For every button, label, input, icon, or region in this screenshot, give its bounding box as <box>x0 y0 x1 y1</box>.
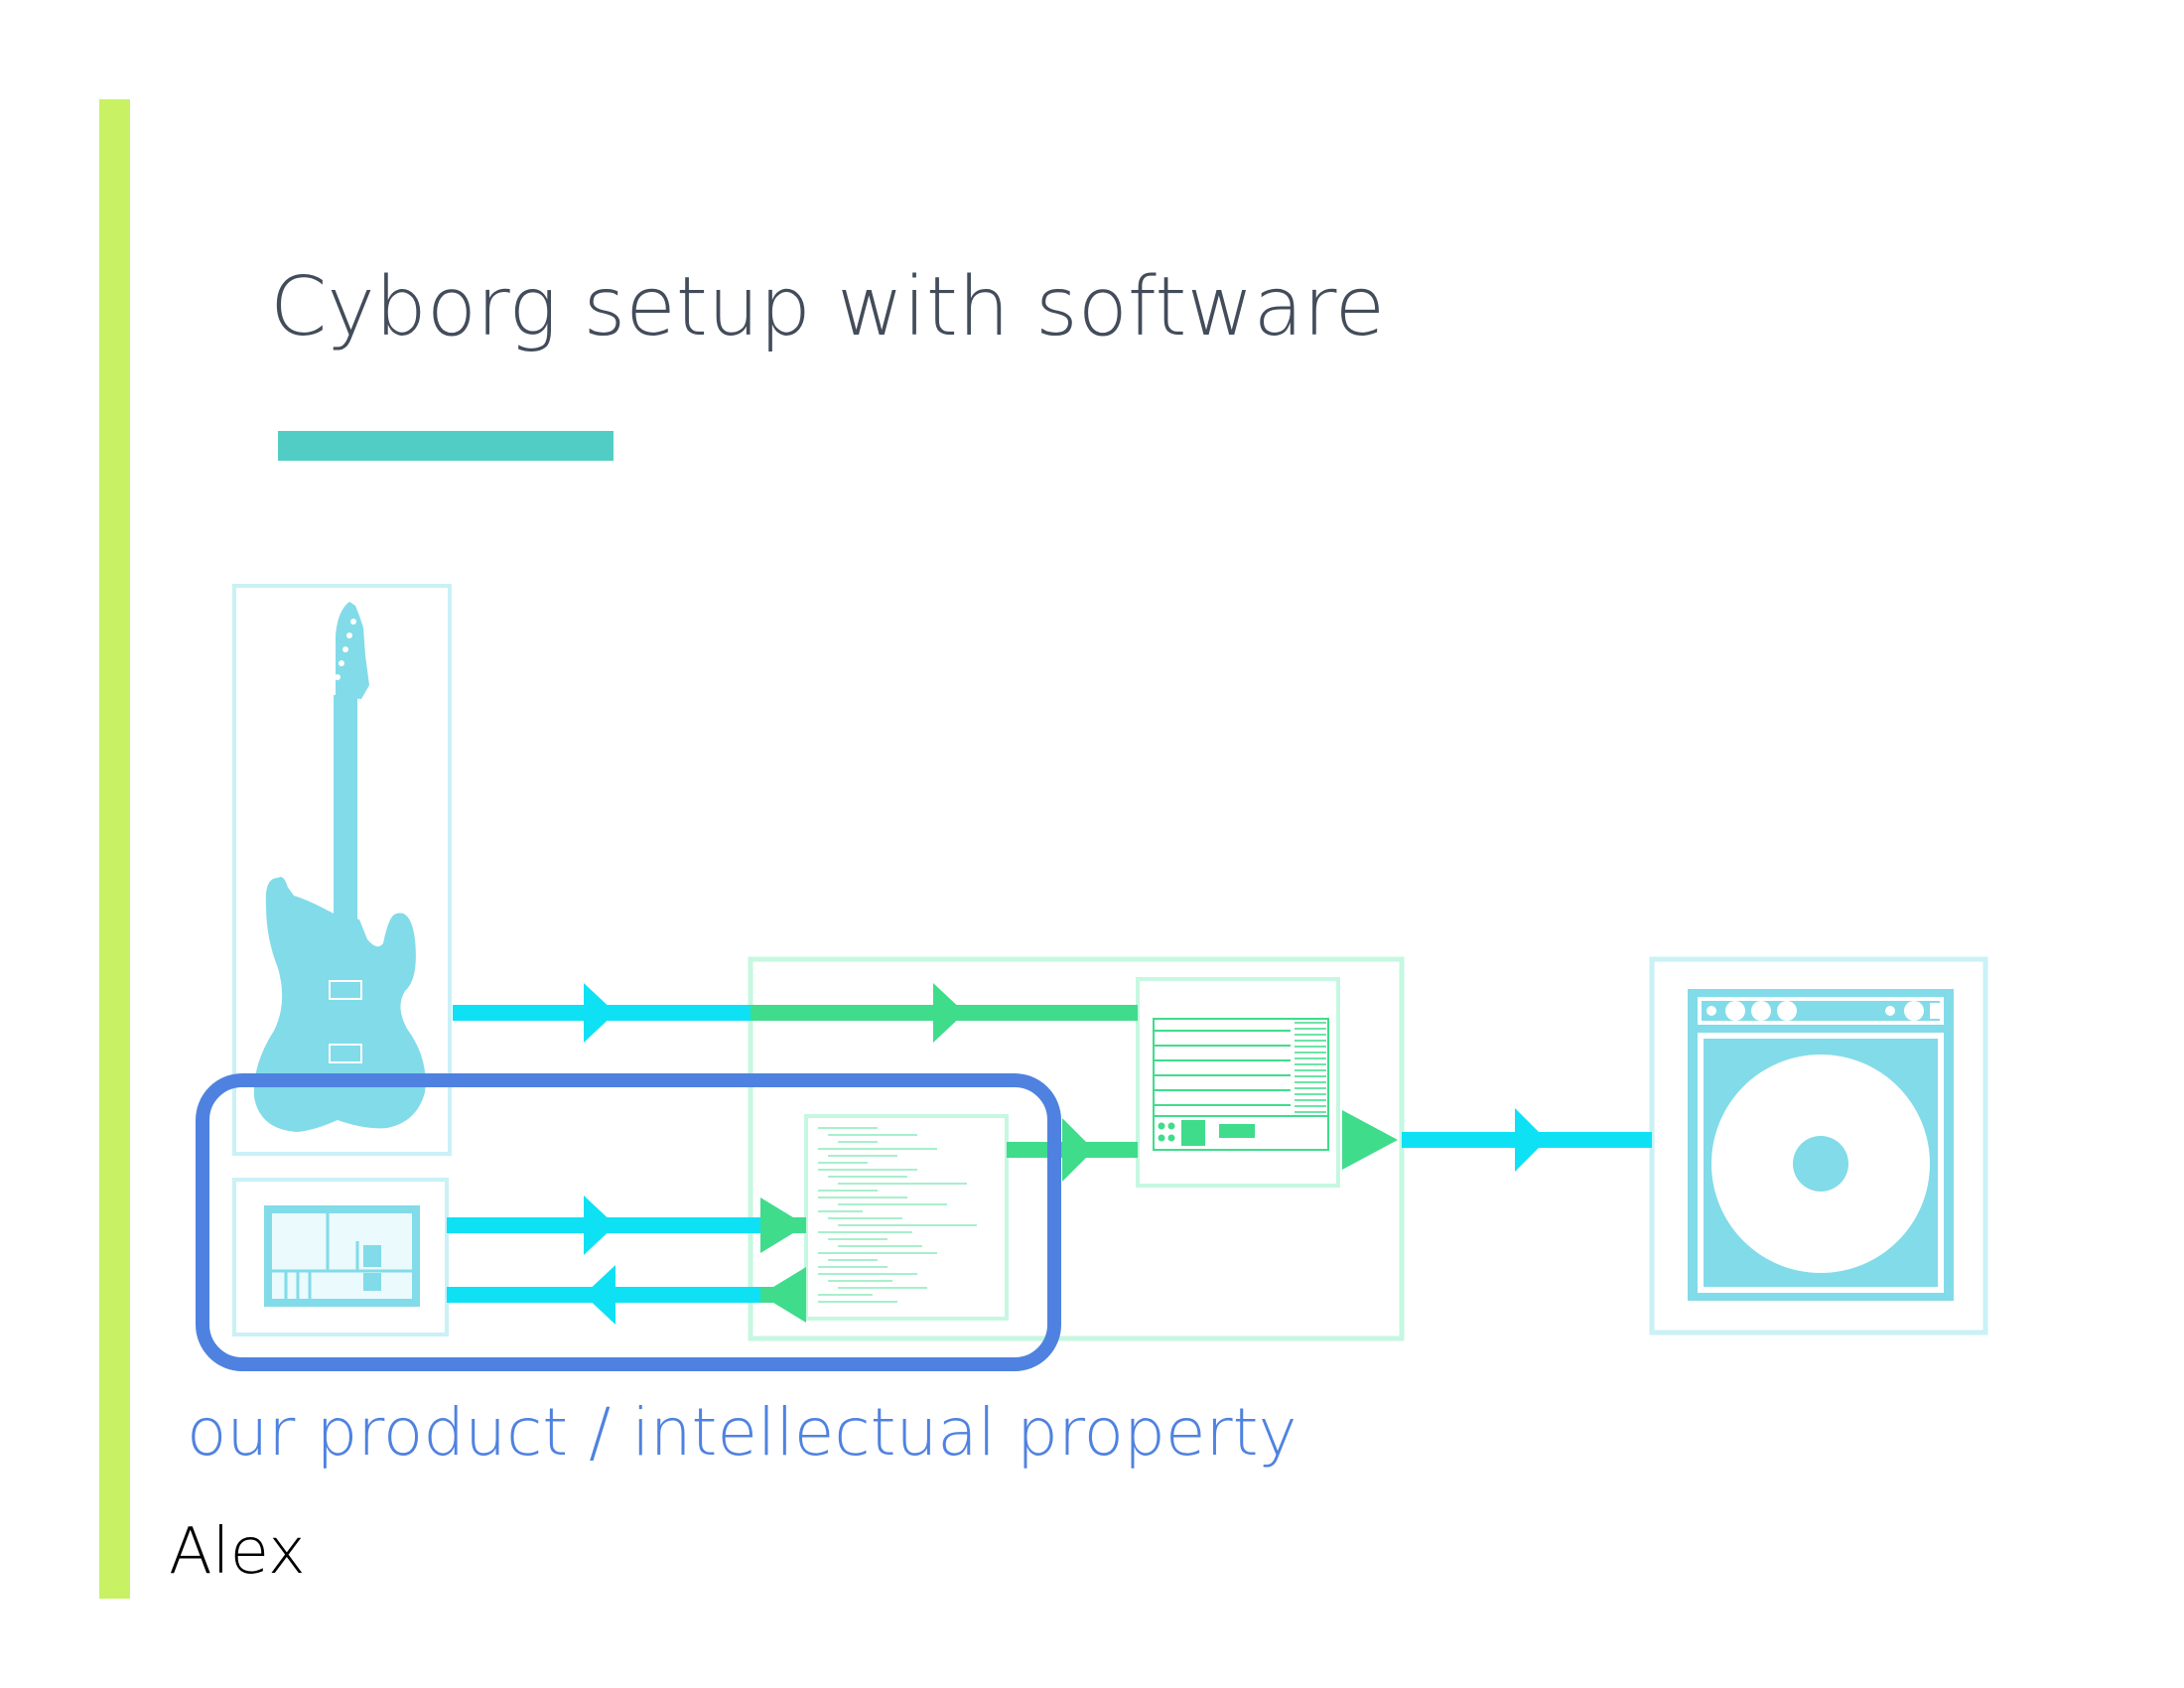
code-node <box>804 1114 1009 1321</box>
signal-code-to-daw <box>1007 1118 1138 1182</box>
signal-guitar-to-daw <box>453 983 1138 1043</box>
amplifier-speaker-icon <box>1688 989 1954 1301</box>
amp-node <box>1649 956 1988 1336</box>
accent-bar <box>99 99 130 1599</box>
signal-code-to-controller <box>447 1265 806 1325</box>
signal-daw-to-amp <box>1342 1108 1652 1172</box>
guitar-frame <box>232 584 452 1156</box>
guitar-node <box>232 584 452 1156</box>
signal-controller-to-code <box>447 1196 806 1255</box>
daw-node <box>1136 977 1340 1188</box>
guitar-tuning-pegs <box>335 619 356 680</box>
author-name: Alex <box>169 1515 306 1589</box>
controller-frame <box>232 1178 449 1336</box>
ip-caption: our product / intellectual property <box>187 1394 1297 1471</box>
ip-highlight-box <box>196 1073 1061 1371</box>
controller-node <box>232 1178 449 1336</box>
audio-software-window-icon <box>1153 1018 1329 1151</box>
software-group-frame <box>748 956 1405 1341</box>
guitar-pickups <box>329 980 362 1063</box>
source-code-window-icon <box>818 1127 977 1303</box>
hardware-controller-icon <box>264 1205 420 1307</box>
daw-window-frame <box>1136 977 1340 1188</box>
title-underline <box>278 431 614 461</box>
electric-guitar-icon <box>253 602 426 1132</box>
slide-title: Cyborg setup with software <box>270 260 1386 354</box>
